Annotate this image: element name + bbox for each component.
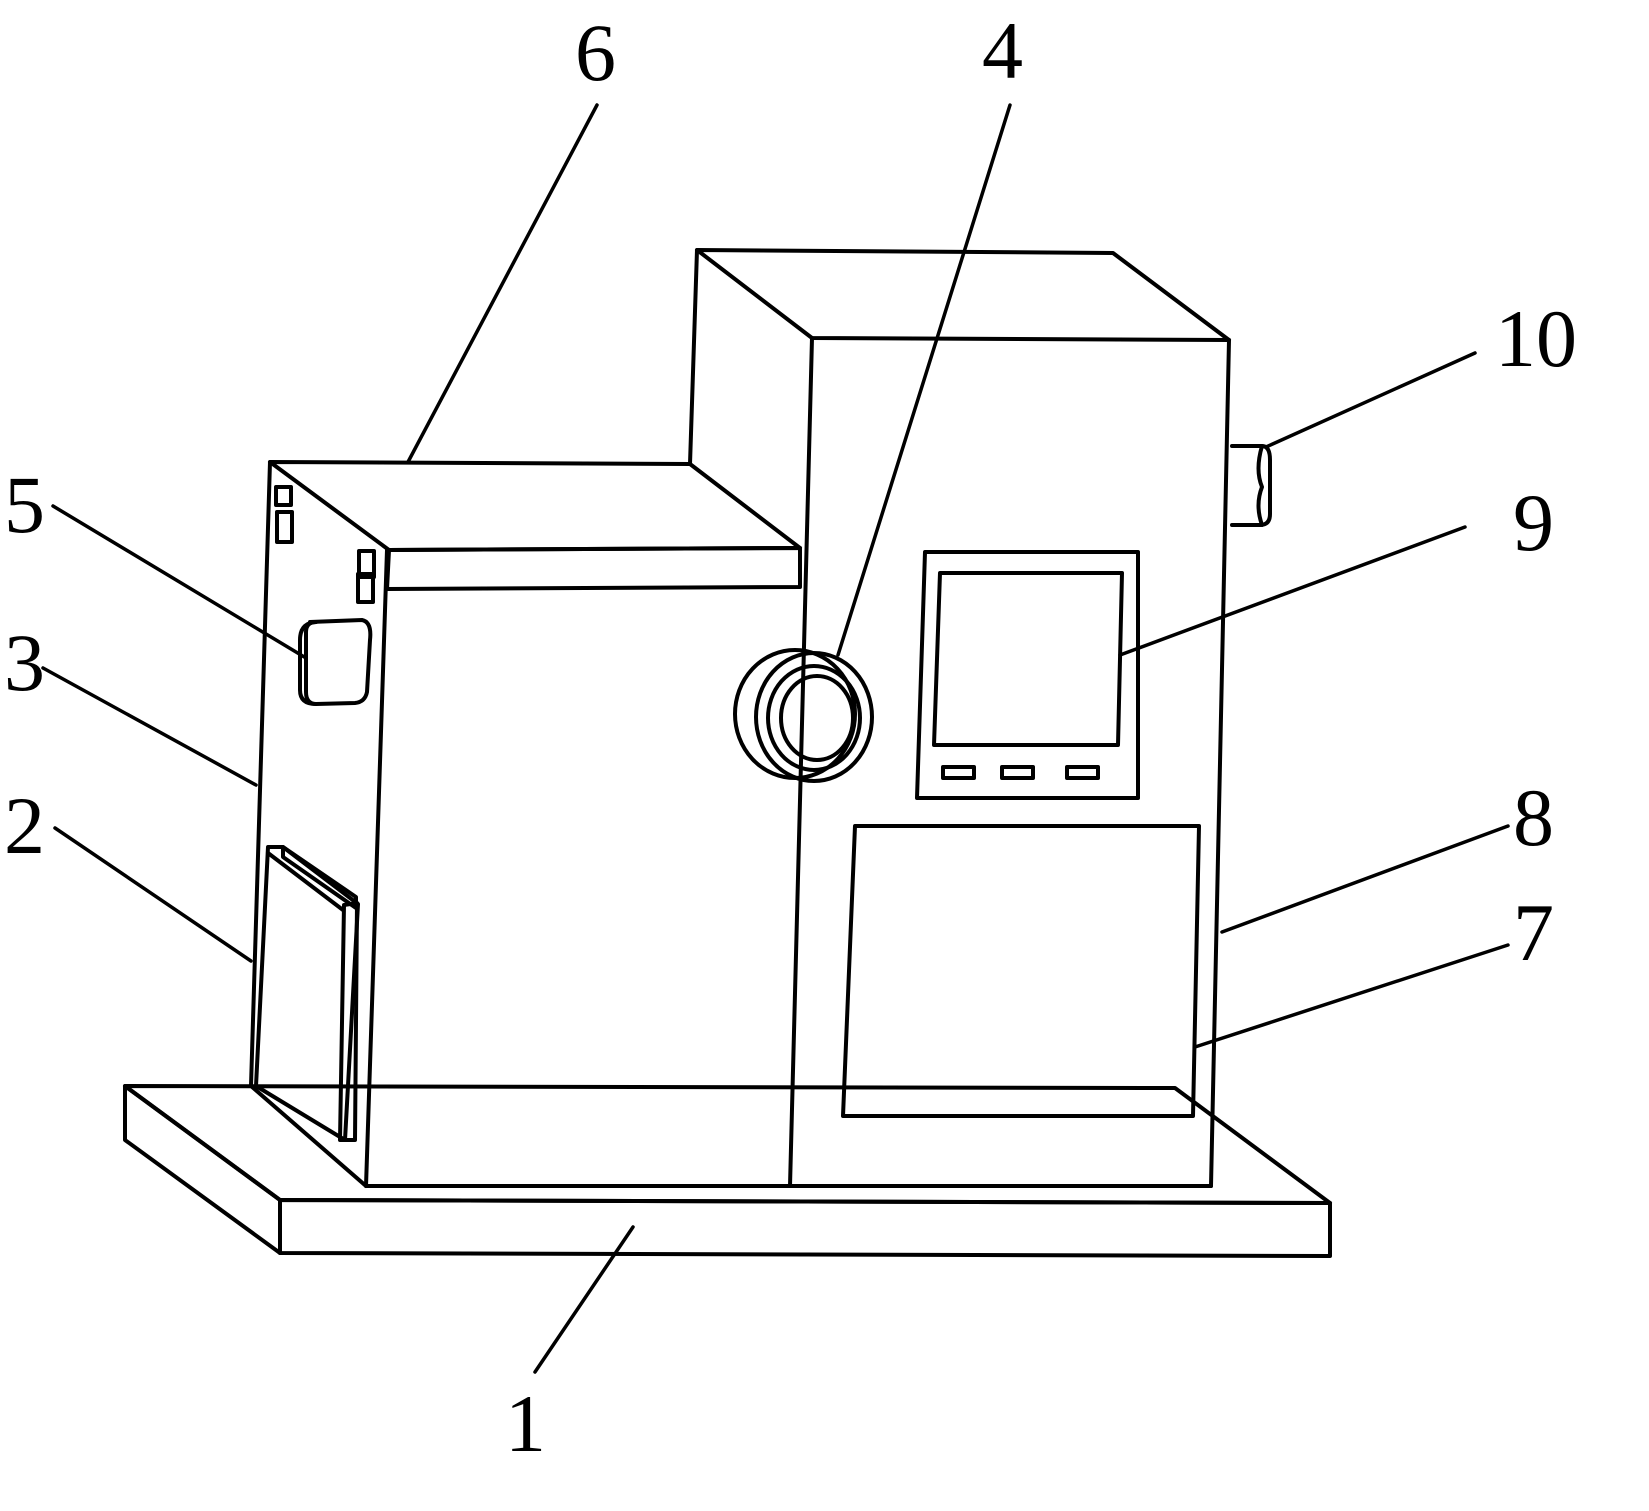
leader-9: [1118, 525, 1467, 657]
leader-10: [1264, 351, 1477, 449]
side-valve: [1230, 444, 1272, 527]
circular-port: [733, 648, 874, 783]
label-9: 9: [1513, 477, 1554, 568]
left-housing: [249, 460, 802, 1188]
reference-labels: 1 2 3 4 5 6 7 8 9 10: [4, 5, 1577, 1469]
leader-3: [41, 666, 258, 787]
control-panel: [915, 550, 1140, 800]
label-10: 10: [1495, 293, 1577, 384]
side-fittings: [274, 485, 376, 706]
label-5: 5: [4, 459, 45, 550]
leader-2: [53, 826, 253, 963]
label-2: 2: [4, 780, 45, 871]
leader-5: [51, 504, 308, 660]
right-housing: [688, 248, 1231, 1188]
front-door: [841, 824, 1201, 1118]
label-7: 7: [1513, 887, 1554, 978]
label-3: 3: [4, 617, 45, 708]
leader-1: [533, 1225, 635, 1374]
label-4: 4: [982, 5, 1023, 96]
leader-7: [1193, 943, 1510, 1049]
leader-6: [406, 103, 599, 464]
label-1: 1: [505, 1378, 546, 1469]
leader-lines: [41, 103, 1510, 1374]
label-8: 8: [1513, 772, 1554, 863]
base-plate: [123, 1084, 1332, 1258]
leader-4: [836, 103, 1012, 657]
leader-8: [1220, 824, 1510, 934]
label-6: 6: [575, 7, 616, 98]
side-door: [254, 845, 360, 1142]
